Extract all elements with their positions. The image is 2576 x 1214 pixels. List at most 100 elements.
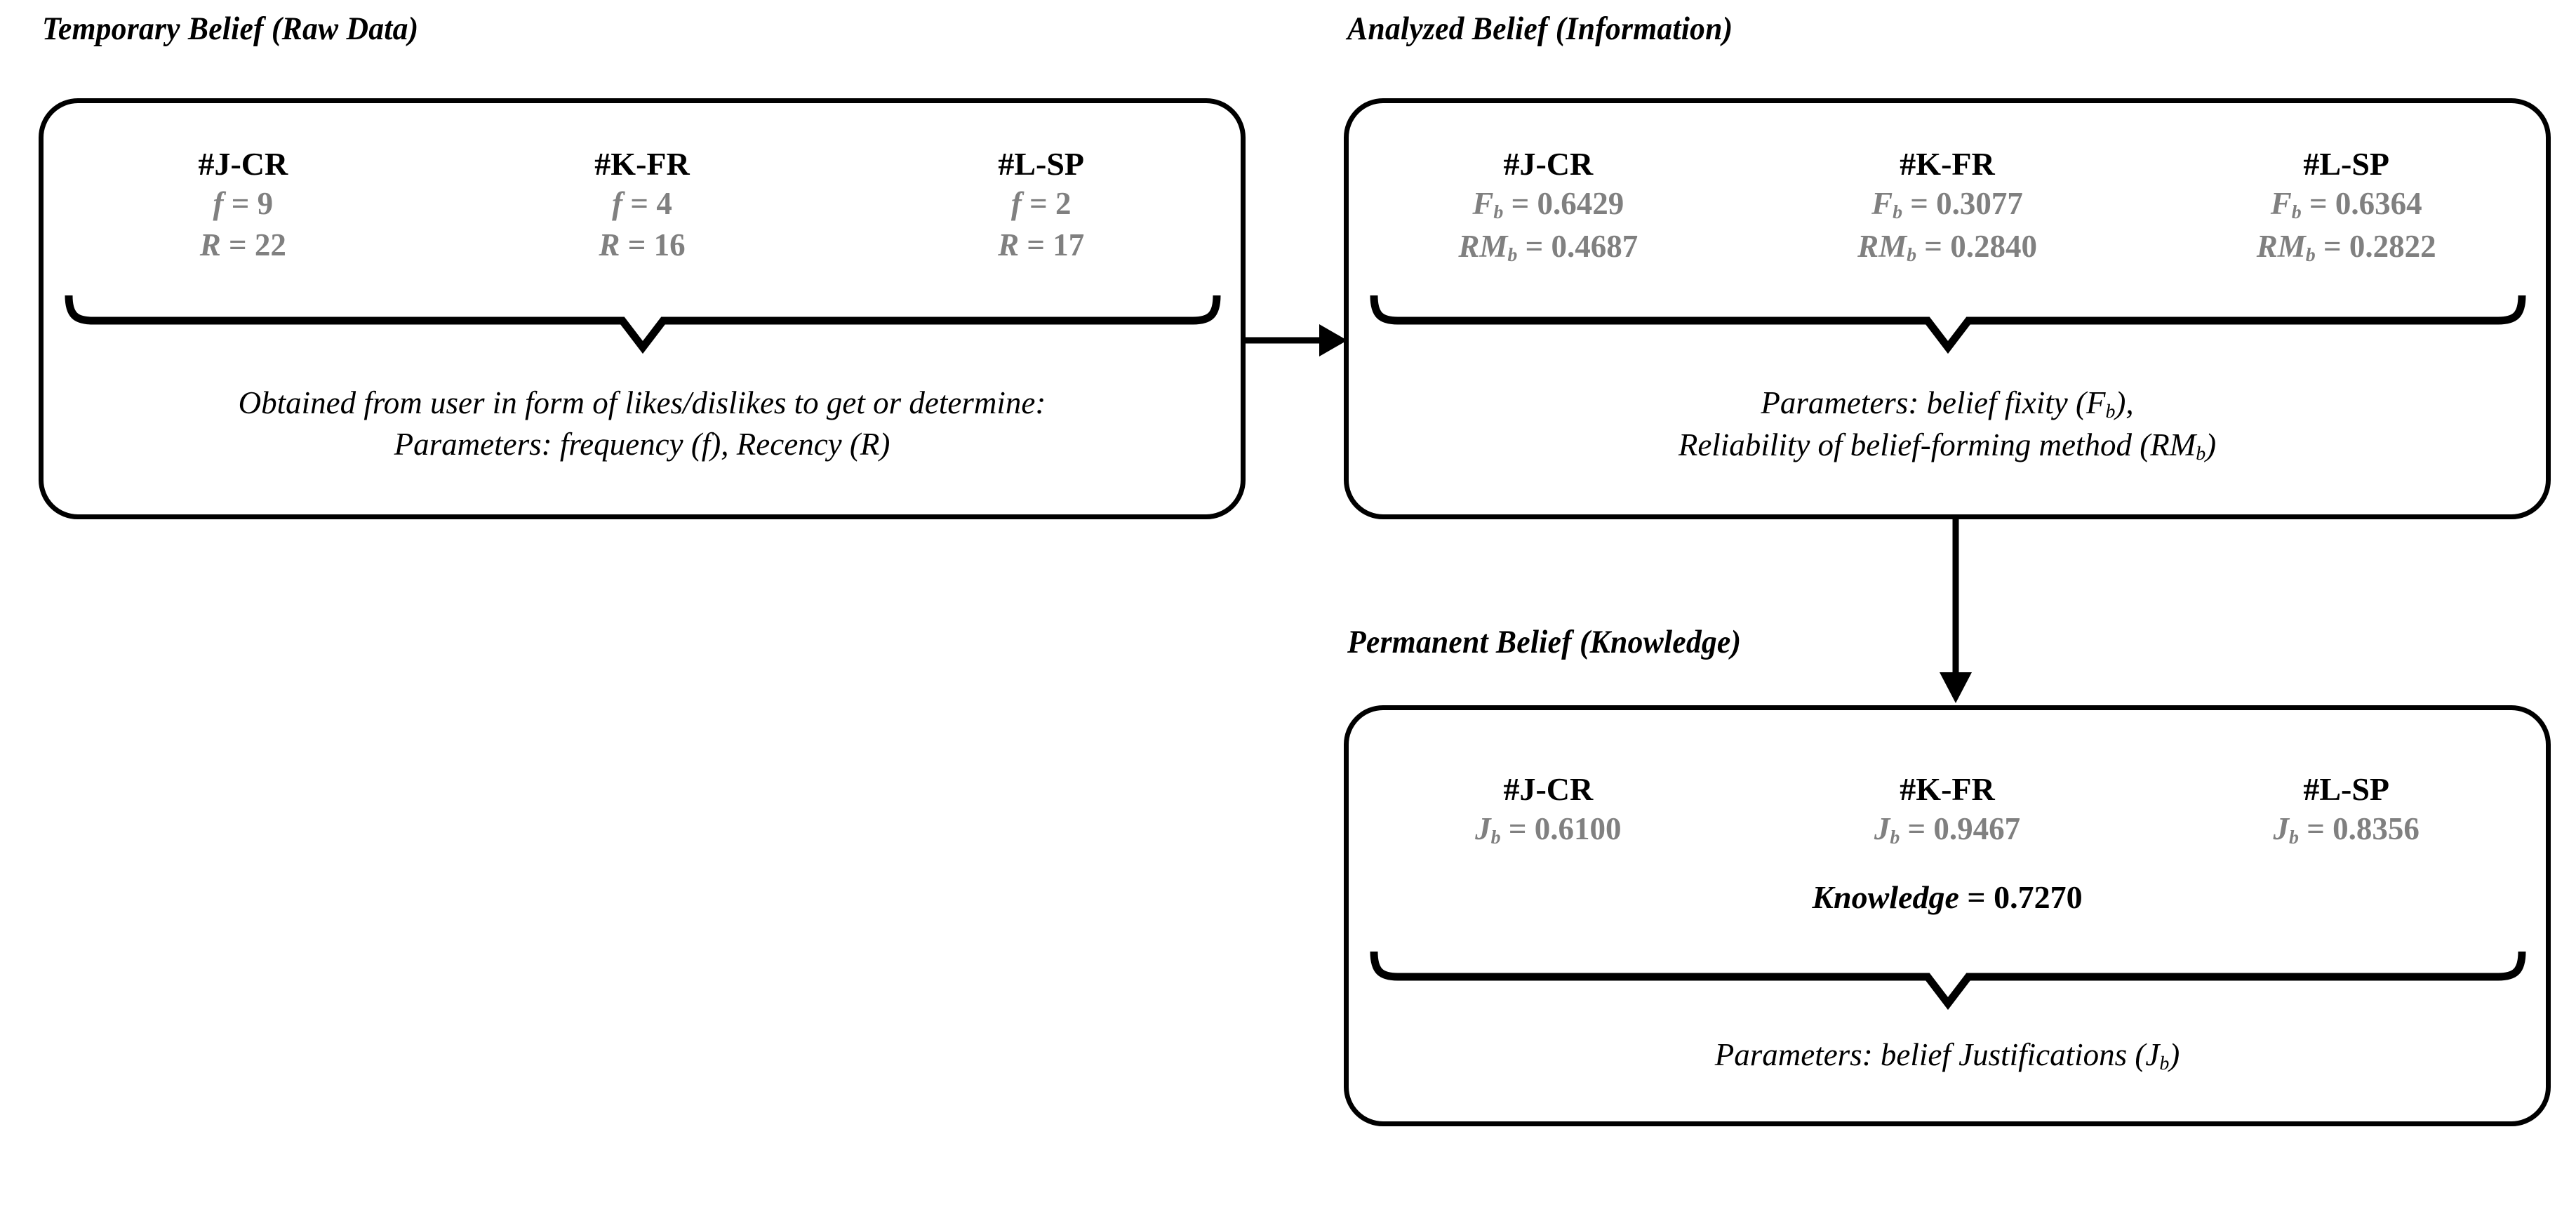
metric-value: = 0.6100 <box>1500 811 1622 847</box>
metric-value: = 0.2822 <box>2315 228 2436 264</box>
belief-metric-frequency: f = 4 <box>612 183 672 225</box>
metric-subscript: b <box>2289 827 2299 849</box>
metric-symbol: F <box>1472 186 1494 222</box>
panel-title-analyzed-belief: Analyzed Belief (Information) <box>1347 11 1733 47</box>
belief-column: #J-CR Fb = 0.6429 RMb = 0.4687 <box>1349 145 1748 268</box>
metric-value: = 17 <box>1019 227 1085 262</box>
belief-metric-justification: Jb = 0.6100 <box>1475 808 1621 851</box>
belief-metric-fixity: Fb = 0.6364 <box>2271 183 2422 225</box>
arrow-temporary-to-analyzed-icon <box>1242 309 1354 372</box>
metric-symbol: f <box>1010 186 1022 222</box>
belief-metric-reliability: RMb = 0.4687 <box>1458 226 1638 268</box>
caption-line: Obtained from user in form of likes/disl… <box>238 385 1046 420</box>
knowledge-value: = 0.7270 <box>1958 879 2083 915</box>
metric-symbol: RM <box>1857 228 1907 264</box>
belief-tag: #L-SP <box>2303 146 2390 182</box>
metric-value: = 22 <box>220 227 286 262</box>
metric-symbol: RM <box>1458 228 1508 264</box>
caption-subscript: b <box>2105 401 2116 423</box>
metric-value: = 0.2840 <box>1916 228 2037 264</box>
metric-symbol: F <box>2270 186 2292 222</box>
caption-text: Parameters: belief Justifications (J <box>1714 1037 2160 1072</box>
belief-column: #K-FR Jb = 0.9467 <box>1748 771 2147 851</box>
belief-column: #L-SP Fb = 0.6364 RMb = 0.2822 <box>2147 145 2546 268</box>
caption-text: ) <box>2169 1037 2180 1072</box>
metric-symbol: R <box>998 227 1020 262</box>
caption-line: Parameters: belief Justifications (Jb) <box>1349 1034 2546 1076</box>
metric-value: = 0.9467 <box>1900 811 2021 847</box>
caption-line: Parameters: frequency (f), Recency (R) <box>394 426 890 462</box>
belief-metric-fixity: Fb = 0.6429 <box>1472 183 1624 225</box>
belief-column: #K-FR Fb = 0.3077 RMb = 0.2840 <box>1748 145 2147 268</box>
belief-column: #J-CR Jb = 0.6100 <box>1349 771 1748 851</box>
belief-metric-reliability: RMb = 0.2840 <box>1857 226 2037 268</box>
metric-value: = 9 <box>223 186 274 222</box>
metric-symbol: F <box>1871 186 1893 222</box>
panel-permanent-belief: #J-CR Jb = 0.6100 #K-FR Jb = 0.9467 #L-S… <box>1344 705 2551 1126</box>
panel-title-permanent-belief: Permanent Belief (Knowledge) <box>1347 624 1742 660</box>
belief-column: #L-SP Jb = 0.8356 <box>2147 771 2546 851</box>
caption-text: ), <box>2115 385 2134 420</box>
belief-tag: #J-CR <box>1503 146 1594 182</box>
belief-metric-fixity: Fb = 0.3077 <box>1871 183 2023 225</box>
metric-value: = 0.6364 <box>2301 186 2422 222</box>
belief-metric-frequency: f = 2 <box>1011 183 1072 225</box>
metric-value: = 4 <box>622 186 672 222</box>
metric-symbol: f <box>213 186 224 222</box>
metric-subscript: b <box>1893 201 1903 224</box>
knowledge-score: Knowledge = 0.7270 <box>1349 879 2546 916</box>
metric-symbol: R <box>199 227 221 262</box>
belief-tag: #K-FR <box>594 146 690 182</box>
metric-subscript: b <box>2305 244 2316 266</box>
belief-metric-recency: R = 22 <box>200 225 286 266</box>
metric-value: = 0.4687 <box>1517 228 1639 264</box>
metric-subscript: b <box>1907 244 1917 266</box>
caption-line: Parameters: belief fixity (Fb), <box>1349 382 2546 425</box>
belief-metric-recency: R = 17 <box>998 225 1084 266</box>
caption-text: Reliability of belief-forming method (RM <box>1678 427 2196 463</box>
belief-tag: #K-FR <box>1900 146 1995 182</box>
belief-metric-justification: Jb = 0.8356 <box>2274 808 2420 851</box>
belief-tag: #L-SP <box>998 146 1085 182</box>
metric-subscript: b <box>1507 244 1518 266</box>
panel-caption-temporary-belief: Obtained from user in form of likes/disl… <box>44 382 1241 465</box>
metric-symbol: J <box>1874 811 1890 847</box>
caption-subscript: b <box>2159 1053 2170 1075</box>
belief-tag: #J-CR <box>1503 771 1594 807</box>
belief-column: #L-SP f = 2 R = 17 <box>841 145 1241 265</box>
panel-title-temporary-belief: Temporary Belief (Raw Data) <box>42 11 419 47</box>
belief-column: #K-FR f = 4 R = 16 <box>443 145 842 265</box>
metric-subscript: b <box>1493 201 1504 224</box>
metric-symbol: f <box>612 186 623 222</box>
metric-value: = 0.8356 <box>2298 811 2420 847</box>
metric-symbol: J <box>2273 811 2290 847</box>
metric-subscript: b <box>1890 827 1900 849</box>
knowledge-label: Knowledge <box>1812 879 1959 915</box>
caption-text: ) <box>2205 427 2217 463</box>
panel-caption-analyzed-belief: Parameters: belief fixity (Fb), Reliabil… <box>1349 382 2546 467</box>
metric-value: = 16 <box>620 227 686 262</box>
caption-subscript: b <box>2196 443 2206 465</box>
belief-tag: #J-CR <box>198 146 288 182</box>
metric-subscript: b <box>2291 201 2302 224</box>
metric-value: = 0.3077 <box>1902 186 2023 222</box>
metric-symbol: RM <box>2256 228 2306 264</box>
metric-subscript: b <box>1490 827 1501 849</box>
curly-brace-down-icon <box>1370 947 2526 1010</box>
curly-brace-down-icon <box>1370 291 2526 354</box>
belief-metric-frequency: f = 9 <box>213 183 274 225</box>
belief-tag: #L-SP <box>2303 771 2390 807</box>
arrow-analyzed-to-permanent-icon <box>1924 516 1987 707</box>
belief-tag: #K-FR <box>1900 771 1995 807</box>
caption-line: Reliability of belief-forming method (RM… <box>1349 425 2546 467</box>
caption-text: Parameters: belief fixity (F <box>1761 385 2106 420</box>
belief-column: #J-CR f = 9 R = 22 <box>44 145 443 265</box>
metric-value: = 0.6429 <box>1503 186 1624 222</box>
metric-symbol: R <box>599 227 620 262</box>
metric-value: = 2 <box>1021 186 1072 222</box>
panel-caption-permanent-belief: Parameters: belief Justifications (Jb) <box>1349 1034 2546 1076</box>
metric-symbol: J <box>1475 811 1491 847</box>
belief-metric-recency: R = 16 <box>599 225 685 266</box>
curly-brace-down-icon <box>65 291 1221 354</box>
